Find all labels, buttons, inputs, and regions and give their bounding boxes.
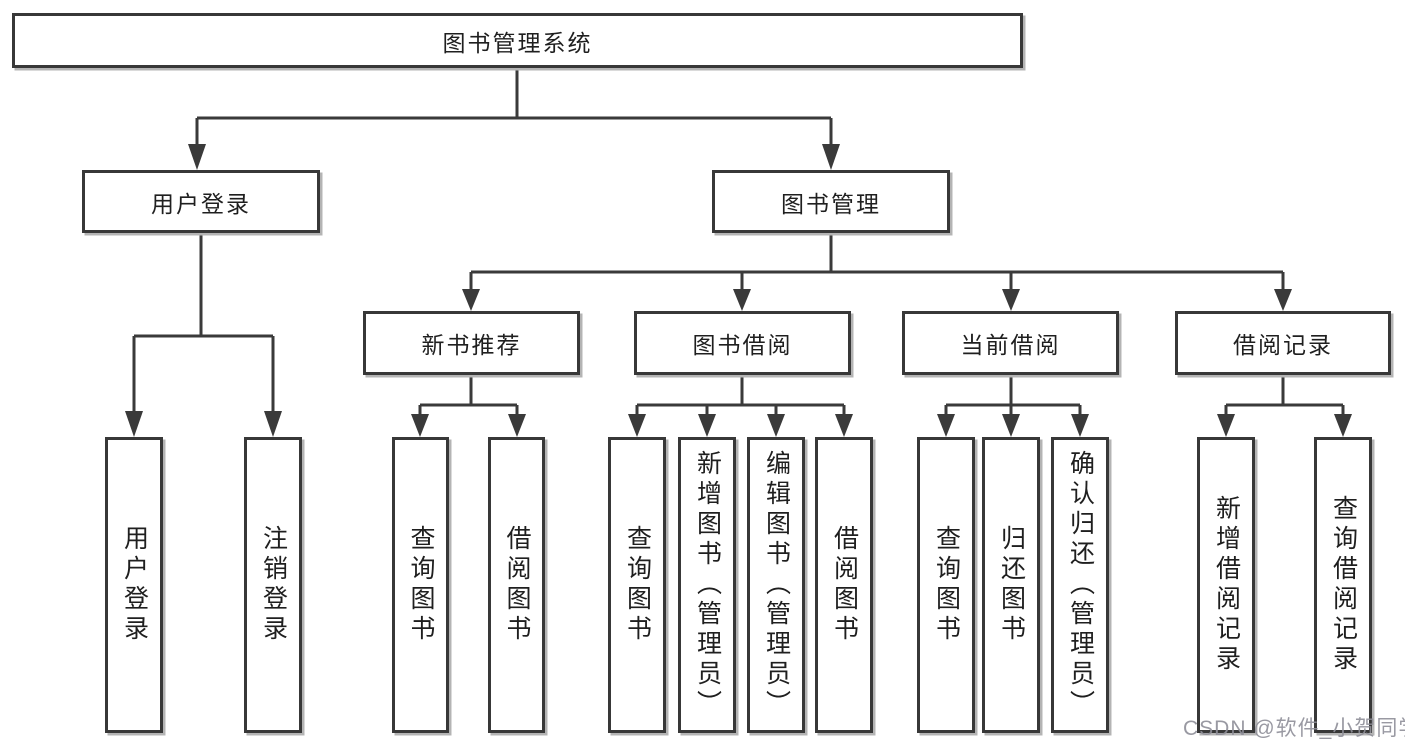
leaf-query-books: 查询图书 <box>917 437 975 733</box>
node-book-management: 图书管理 <box>712 170 950 233</box>
leaf-label: 归还图书 <box>997 525 1026 645</box>
leaf-label: 查询图书 <box>932 525 961 645</box>
node-label: 用户登录 <box>151 190 251 217</box>
leaf-add-book-admin: 新增图书（管理员） <box>678 437 736 733</box>
node-label: 借阅记录 <box>1233 332 1333 358</box>
leaf-label: 查询图书 <box>623 525 652 645</box>
node-borrow-records: 借阅记录 <box>1175 311 1391 375</box>
node-current-borrowing: 当前借阅 <box>902 311 1119 375</box>
leaf-label: 查询借阅记录 <box>1329 495 1358 675</box>
leaf-label: 编辑图书（管理员） <box>762 450 791 720</box>
node-library-system: 图书管理系统 <box>12 13 1023 68</box>
leaf-add-borrow-record: 新增借阅记录 <box>1197 437 1255 733</box>
node-book-borrowing: 图书借阅 <box>634 311 851 375</box>
leaf-label: 新增借阅记录 <box>1212 495 1241 675</box>
leaf-label: 借阅图书 <box>830 525 859 645</box>
leaf-return-books: 归还图书 <box>982 437 1040 733</box>
node-label: 新书推荐 <box>421 332 522 358</box>
node-user-login: 用户登录 <box>82 170 320 233</box>
leaf-label: 新增图书（管理员） <box>693 450 722 720</box>
leaf-label: 查询图书 <box>407 525 435 645</box>
leaf-logout: 注销登录 <box>244 437 302 733</box>
leaf-borrow-books: 借阅图书 <box>815 437 873 733</box>
leaf-borrow-books: 借阅图书 <box>488 437 545 733</box>
leaf-label: 确认归还（管理员） <box>1066 450 1095 720</box>
leaf-query-books: 查询图书 <box>608 437 666 733</box>
leaf-label: 借阅图书 <box>503 525 531 645</box>
leaf-label: 用户登录 <box>120 525 149 645</box>
leaf-label: 注销登录 <box>259 525 288 645</box>
node-new-book-recommend: 新书推荐 <box>363 311 580 375</box>
leaf-edit-book-admin: 编辑图书（管理员） <box>747 437 805 733</box>
csdn-watermark: CSDN @软件_小贺同学 <box>1183 717 1405 740</box>
node-label: 图书借阅 <box>692 332 793 358</box>
node-label: 当前借阅 <box>960 332 1061 358</box>
node-label: 图书管理系统 <box>442 29 593 56</box>
node-label: 图书管理 <box>781 190 881 217</box>
leaf-query-borrow-record: 查询借阅记录 <box>1314 437 1372 733</box>
leaf-query-books: 查询图书 <box>392 437 449 733</box>
leaf-confirm-return-admin: 确认归还（管理员） <box>1051 437 1109 733</box>
leaf-user-login: 用户登录 <box>105 437 163 733</box>
